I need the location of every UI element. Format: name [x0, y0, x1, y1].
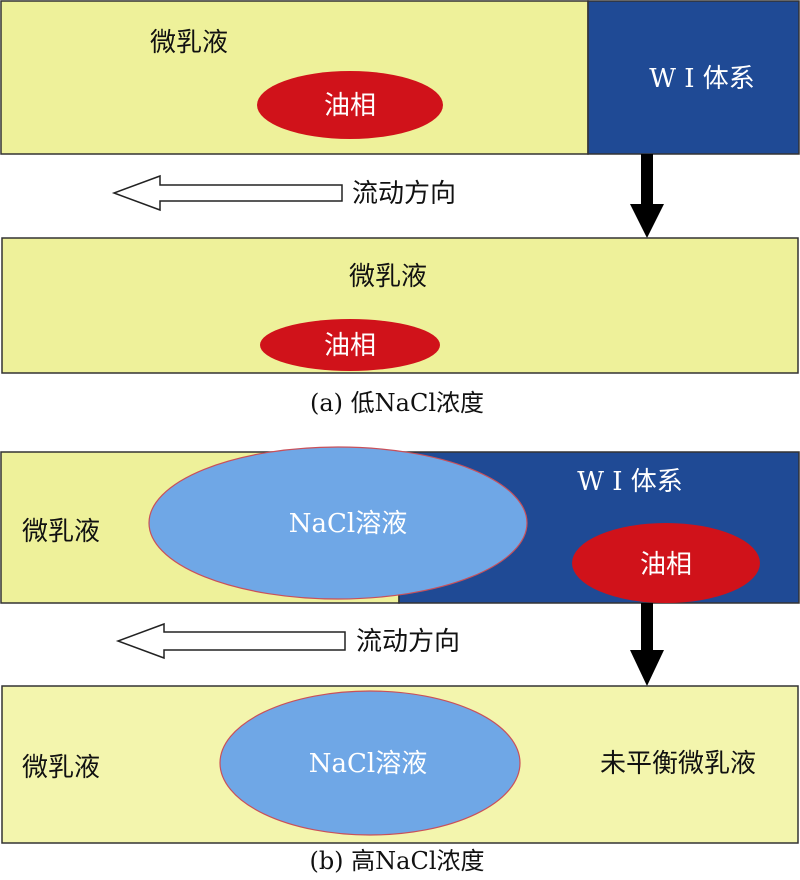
- panel-b-bottom-microemulsion-label: 微乳液: [22, 753, 100, 783]
- panel-a-bottom-oil-label: 油相: [324, 331, 376, 361]
- panel-b-bottom-nacl-label: NaCl溶液: [309, 749, 427, 779]
- panel-a-top-microemulsion-label: 微乳液: [150, 28, 228, 58]
- panel-a-top-oil-label: 油相: [324, 91, 376, 121]
- panel-a-top-oil-ellipse: [257, 71, 443, 139]
- panel-a-flow-label: 流动方向: [352, 179, 456, 209]
- panel-b-flow-arrow: [115, 622, 346, 660]
- panel-b-caption: (b) 高NaCl浓度: [309, 847, 484, 875]
- panel-b: 微乳液 NaCl溶液 W I 体系 油相 流动方向 微乳液 NaCl溶液 未平衡…: [0, 446, 800, 875]
- panel-a-flow-arrow: [111, 174, 343, 212]
- panel-b-down-arrow-head: [630, 650, 664, 686]
- panel-a-down-arrow-head: [630, 204, 664, 238]
- panel-a-top-wi-region: [587, 0, 800, 155]
- panel-a: 微乳液 油相 W I 体系 流动方向 微乳液 油相 (a) 低NaCl浓度: [0, 0, 800, 417]
- panel-b-top-oil-ellipse: [572, 523, 760, 603]
- panel-b-bottom-nacl-ellipse: [219, 690, 521, 836]
- panel-a-bottom-oil-ellipse: [260, 319, 440, 371]
- panel-b-top-nacl-ellipse: [148, 446, 528, 600]
- panel-b-down-arrow-shaft: [641, 603, 653, 651]
- panel-a-top-wi-label: W I 体系: [649, 64, 755, 94]
- panel-a-bottom-microemulsion-label: 微乳液: [349, 262, 427, 292]
- panel-b-top-wi-label: W I 体系: [577, 467, 683, 497]
- panel-b-flow-label: 流动方向: [356, 627, 460, 657]
- panel-a-down-arrow-shaft: [641, 154, 653, 206]
- panel-b-bottom-unbalanced-label: 未平衡微乳液: [600, 749, 756, 779]
- panel-b-top-microemulsion-label: 微乳液: [22, 517, 100, 547]
- panel-a-caption: (a) 低NaCl浓度: [310, 389, 484, 417]
- panel-b-top-nacl-label: NaCl溶液: [289, 509, 407, 539]
- panel-b-top-oil-label: 油相: [640, 550, 692, 580]
